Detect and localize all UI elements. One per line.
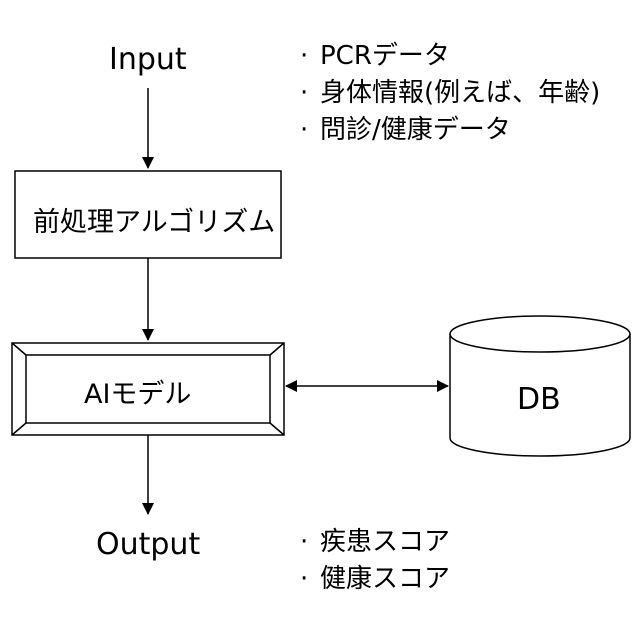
bullet-mark: · [300,524,320,561]
input-item-text: 身体情報(例えば、年齢) [320,78,600,108]
ai-model-label: AIモデル [84,372,191,411]
input-label: Input [109,42,187,77]
bullet-mark: · [300,75,320,112]
output-item-text: 健康スコア [320,564,450,594]
output-items-list: ·疾患スコア ·健康スコア [300,524,450,598]
output-item-text: 疾患スコア [320,527,450,557]
output-label: Output [96,527,200,562]
input-item-text: 問診/健康データ [320,115,511,145]
input-item: ·問診/健康データ [300,112,600,149]
output-item: ·疾患スコア [300,524,450,561]
output-item: ·健康スコア [300,561,450,598]
input-item-text: PCRデータ [320,41,450,71]
bullet-mark: · [300,112,320,149]
preprocess-label: 前処理アルゴリズム [33,200,275,239]
db-label: DB [517,382,561,417]
input-items-list: ·PCRデータ ·身体情報(例えば、年齢) ·問診/健康データ [300,38,600,149]
input-item: ·身体情報(例えば、年齢) [300,75,600,112]
input-item: ·PCRデータ [300,38,600,75]
bullet-mark: · [300,38,320,75]
bullet-mark: · [300,561,320,598]
